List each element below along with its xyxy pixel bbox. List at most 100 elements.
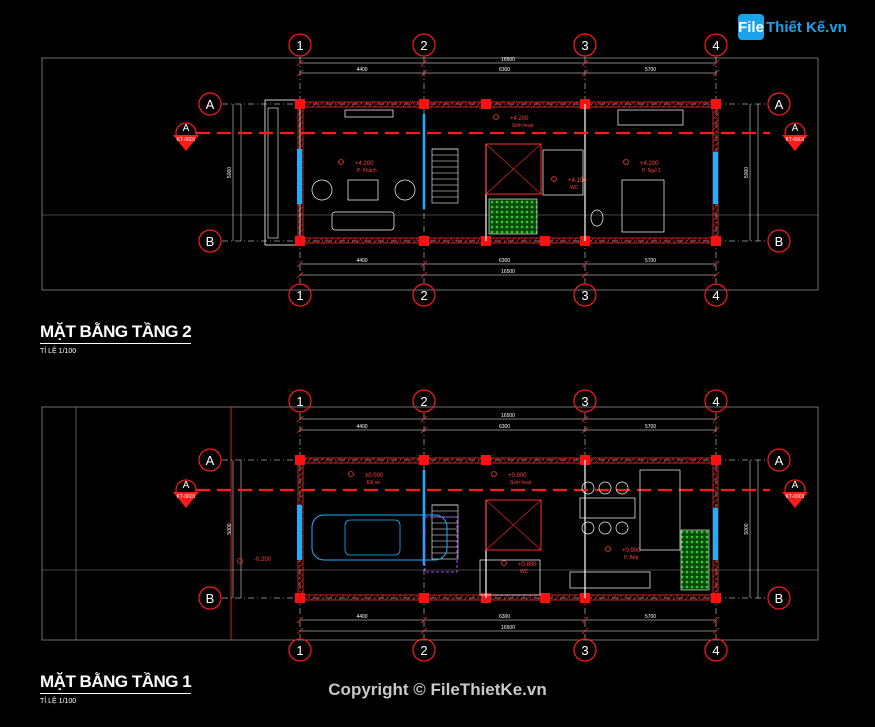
- dimension-text-total: 16500: [501, 413, 515, 419]
- section-marker-sheet: KT-0601: [177, 494, 196, 500]
- column: [711, 236, 721, 246]
- grid-axis-bubble: [412, 638, 436, 662]
- dimension-tick: [296, 415, 304, 423]
- dimension-tick: [296, 260, 304, 268]
- stair-outline: [431, 504, 459, 560]
- row-axis-label: A: [775, 97, 784, 112]
- dimension-tick: [581, 616, 589, 624]
- room-level: +4.200: [640, 161, 659, 167]
- room-name: Sinh hoạt: [512, 123, 534, 129]
- balcony-railing: [267, 107, 279, 239]
- stair-landing: [424, 516, 458, 573]
- room-name: P. Ngủ 1: [642, 167, 661, 174]
- room-name: WC: [570, 185, 579, 191]
- dimension-text-span: 6300: [499, 424, 510, 430]
- room-level: +4.150: [568, 178, 587, 184]
- grid-axis-bubble: [704, 638, 728, 662]
- room-level: +0.900: [622, 548, 641, 554]
- dimension-tick: [420, 426, 428, 434]
- row-axis-bubble: [198, 586, 222, 610]
- section-marker-arrow: [173, 492, 199, 508]
- grid-axis-label: 1: [296, 288, 303, 303]
- section-marker-arrow: [173, 135, 199, 151]
- room-level: +4.200: [510, 116, 529, 122]
- wardrobe: [617, 109, 684, 126]
- section-marker-sheet: KT-0601: [786, 494, 805, 500]
- plan-frame: [41, 406, 819, 641]
- logo-mark: File: [738, 14, 764, 40]
- grid-axis-label: 1: [296, 643, 303, 658]
- dimension-text-depth: 5000: [744, 523, 750, 534]
- grid-axis-bubble: [573, 638, 597, 662]
- kitchen-bench: [569, 571, 651, 589]
- dimension-text-span: 5700: [645, 258, 656, 264]
- grid-axis-label: 1: [296, 38, 303, 53]
- plan-title-floor-1: MẶT BẰNG TẦNG 1: [40, 672, 192, 694]
- site-logo: File Thiết Kế.vn: [738, 14, 847, 40]
- grid-axis-label: 3: [581, 288, 588, 303]
- dimension-tick: [420, 627, 428, 635]
- grid-axis-bubble: [412, 389, 436, 413]
- light-well: [485, 143, 542, 195]
- window-front: [297, 149, 302, 204]
- wc-room: [542, 149, 584, 196]
- column: [711, 593, 721, 603]
- dimension-tick: [712, 59, 720, 67]
- dimension-tick: [581, 627, 589, 635]
- level-marker: [493, 114, 499, 120]
- column: [481, 99, 491, 109]
- grid-axis-bubble: [573, 283, 597, 307]
- grid-axis-label: 4: [712, 394, 719, 409]
- section-marker-letter: A: [792, 480, 799, 491]
- planter: [488, 198, 538, 235]
- grid-axis-bubble: [573, 33, 597, 57]
- light-well-cross: [485, 499, 542, 551]
- row-axis-label: B: [775, 234, 784, 249]
- column: [295, 593, 305, 603]
- dimension-tick: [296, 69, 304, 77]
- dimension-tick: [581, 260, 589, 268]
- car-roof: [344, 519, 401, 556]
- planter: [680, 529, 710, 591]
- level-marker: [551, 176, 557, 182]
- dimension-text-depth: 5000: [227, 167, 233, 178]
- dimension-tick: [581, 415, 589, 423]
- section-marker-arrow: [782, 135, 808, 151]
- plan-frame: [41, 57, 819, 291]
- dimension-text-span: 4400: [356, 424, 367, 430]
- dimension-text-span: 6300: [499, 614, 510, 620]
- dimension-tick: [420, 415, 428, 423]
- row-axis-label: B: [206, 234, 215, 249]
- row-axis-label: B: [206, 591, 215, 606]
- row-axis-bubble: [767, 229, 791, 253]
- level-marker: [348, 471, 354, 477]
- plan-title-floor-2: MẶT BẰNG TẦNG 2: [40, 322, 192, 344]
- row-axis-label: A: [775, 453, 784, 468]
- dimension-text-span: 5700: [645, 614, 656, 620]
- grid-axis-label: 3: [581, 38, 588, 53]
- dimension-tick: [712, 426, 720, 434]
- dimension-tick: [712, 260, 720, 268]
- dimension-tick: [712, 616, 720, 624]
- section-marker-arrow: [782, 492, 808, 508]
- balcony: [264, 99, 301, 246]
- section-marker-letter: A: [183, 480, 190, 491]
- light-well-cross: [485, 143, 542, 195]
- row-axis-label: B: [775, 591, 784, 606]
- dining-table: [579, 497, 636, 519]
- window-rear: [713, 508, 718, 560]
- row-axis-bubble: [767, 586, 791, 610]
- dimension-tick: [296, 616, 304, 624]
- grid-axis-label: 4: [712, 288, 719, 303]
- row-axis-label: A: [206, 97, 215, 112]
- column: [481, 455, 491, 465]
- column: [711, 455, 721, 465]
- dimension-tick: [712, 415, 720, 423]
- dimension-text-depth: 5000: [227, 523, 233, 534]
- wc-room: [479, 559, 541, 596]
- dining-chair: [615, 481, 629, 495]
- column: [540, 236, 550, 246]
- dining-chair: [581, 481, 595, 495]
- kitchen-counter: [639, 469, 681, 551]
